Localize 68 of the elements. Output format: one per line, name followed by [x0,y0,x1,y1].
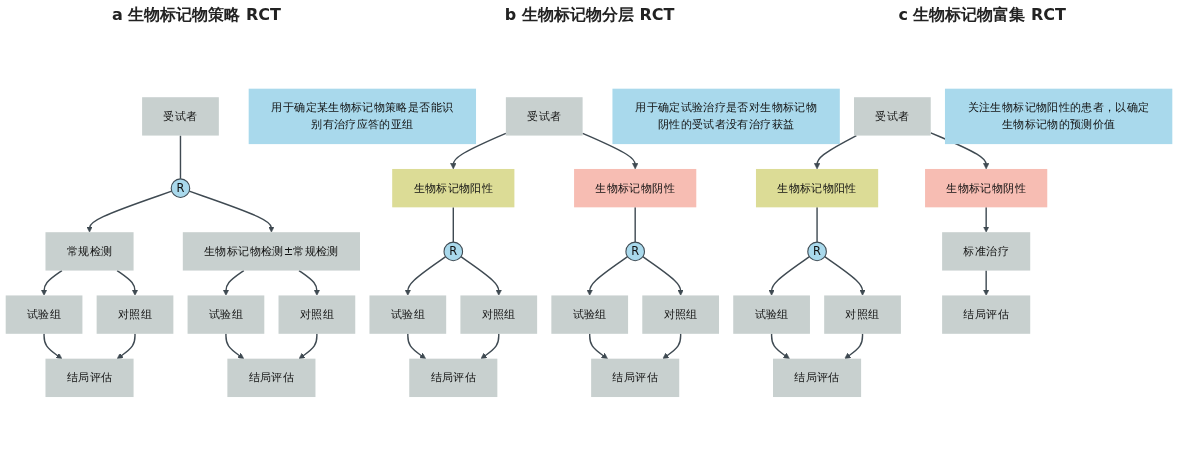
node-box: 结局评估 [942,295,1031,334]
arrow [298,332,318,359]
node-box: 结局评估 [409,358,498,397]
node-box: 对照组 [642,295,719,334]
node-box: 对照组 [278,295,356,334]
arrow [225,332,245,359]
node-box: 试验组 [187,295,265,334]
arrow [589,332,608,359]
node-box: 生物标记物阳性 [392,168,515,207]
node-box: 结局评估 [773,358,862,397]
arrow [460,255,502,296]
arrow [662,332,682,359]
arrow [581,132,639,169]
arrow [222,269,245,296]
node-circle: R [170,177,191,198]
node-box: 关注生物标记物阳性的患者，以确定生物标记物的预测价值 [944,88,1173,144]
node-circle: R [807,241,827,261]
arrow [983,269,990,296]
node-box: 试验组 [733,295,810,334]
node-box: 生物标记物阳性 [755,168,879,207]
arrow [642,255,684,296]
arrow [116,269,139,296]
arrow [86,190,173,233]
node-box: 用于确定某生物标记物策略是否能识别有治疗应答的亚组 [248,88,477,144]
node-circle: R [625,241,645,261]
arrow [824,255,866,296]
node-box: 试验组 [5,295,83,334]
node-box: 常规检测 [45,231,134,271]
arrow [40,269,63,296]
node-box: 对照组 [96,295,174,334]
node-box: 受试者 [142,96,219,136]
arrow [407,332,426,359]
arrow [116,332,136,359]
arrow [983,206,990,233]
arrow [298,269,320,296]
node-box: 生物标记物阴性 [574,168,697,207]
node-box: 生物标记物阴性 [925,168,1048,207]
arrow [930,131,990,169]
connector [816,206,818,243]
arrow [480,332,500,359]
arrow [770,332,790,359]
node-box: 结局评估 [45,358,134,397]
node-box: 受试者 [854,96,931,136]
node-box: 受试者 [505,96,583,136]
arrow [813,134,858,169]
connector [634,206,636,243]
node-circle: R [443,241,464,261]
node-box: 用于确定试验治疗是否对生物标记物阴性的受试者没有治疗获益 [612,88,840,144]
arrow [43,332,63,359]
arrow [404,255,447,296]
arrow [188,190,275,233]
node-box: 结局评估 [591,358,680,397]
panel-heading: a 生物标记物策略 RCT [111,4,281,26]
panel-heading: b 生物标记物分层 RCT [504,4,675,26]
connector [452,206,454,243]
node-box: 试验组 [551,295,629,334]
arrow [768,255,811,296]
node-box: 结局评估 [227,358,316,397]
arrow [844,332,864,359]
node-box: 对照组 [460,295,538,334]
connector [179,134,182,180]
node-box: 生物标记物检测±常规检测 [182,231,360,271]
arrow [586,255,629,296]
arrow [450,132,507,169]
panel-heading: c 生物标记物富集 RCT [898,4,1066,26]
node-box: 标准治疗 [942,231,1031,271]
node-box: 对照组 [824,295,901,334]
node-box: 试验组 [369,295,447,334]
